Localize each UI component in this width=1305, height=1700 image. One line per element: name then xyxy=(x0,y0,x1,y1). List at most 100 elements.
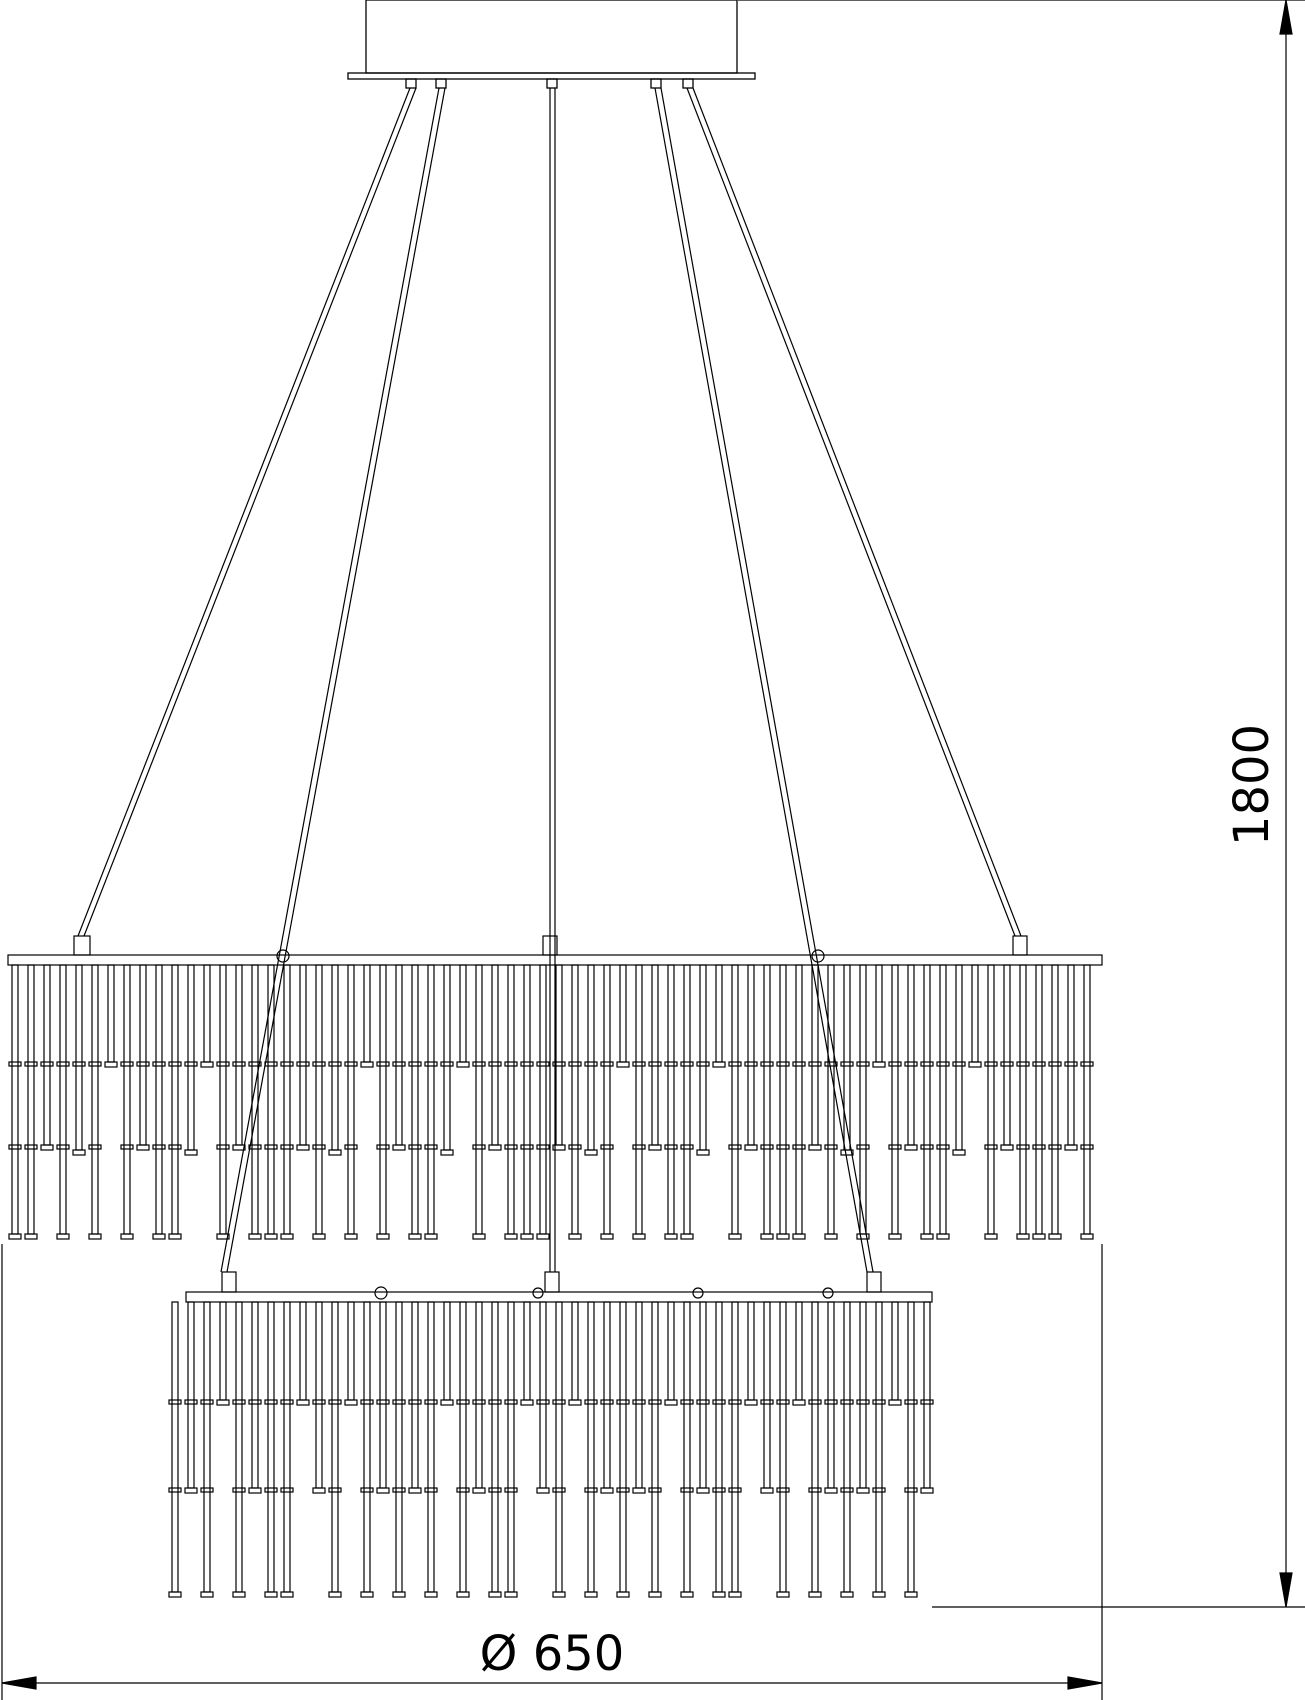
rod-connector xyxy=(920,1399,934,1405)
rod-connector xyxy=(376,1399,390,1405)
rod-end-cap xyxy=(712,1061,726,1068)
rod-connector xyxy=(344,1144,358,1150)
rod-connector xyxy=(856,1399,870,1405)
rod-connector xyxy=(72,1061,86,1067)
rod-end-cap xyxy=(424,1233,438,1240)
rod-connector xyxy=(504,1487,518,1493)
rod-end-cap xyxy=(1048,1233,1062,1240)
rod-connector xyxy=(1080,1144,1094,1150)
rod-end-cap xyxy=(872,1061,886,1068)
crystal-rod xyxy=(955,964,963,1151)
crystal-rod xyxy=(699,1301,707,1489)
rod-end-cap xyxy=(888,1399,902,1406)
crystal-rod xyxy=(267,1301,275,1593)
rod-connector xyxy=(1048,1061,1062,1067)
rod-connector xyxy=(56,1144,70,1150)
rod-end-cap xyxy=(184,1487,198,1494)
rod-end-cap xyxy=(200,1591,214,1598)
rod-connector xyxy=(520,1144,534,1150)
crystal-rod xyxy=(347,964,355,1235)
lower-crystal-rods xyxy=(168,1301,934,1598)
rod-connector xyxy=(232,1399,246,1405)
rod-end-cap xyxy=(920,1233,934,1240)
rod-end-cap xyxy=(360,1061,374,1068)
rod-connector xyxy=(536,1144,550,1150)
rod-connector xyxy=(280,1144,294,1150)
rod-connector xyxy=(728,1144,742,1150)
rod-connector xyxy=(552,1487,566,1493)
rod-connector xyxy=(632,1399,646,1405)
rod-end-cap xyxy=(184,1149,198,1156)
rod-end-cap xyxy=(632,1487,646,1494)
rod-end-cap xyxy=(504,1591,518,1598)
rod-end-cap xyxy=(136,1144,150,1151)
rod-end-cap xyxy=(520,1233,534,1240)
rod-end-cap xyxy=(1064,1144,1078,1151)
rod-end-cap xyxy=(728,1233,742,1240)
rod-connector xyxy=(1032,1144,1046,1150)
crystal-rod xyxy=(395,964,403,1146)
crystal-rod xyxy=(491,1301,499,1593)
rod-connector xyxy=(808,1399,822,1405)
crystal-rod xyxy=(555,1301,563,1593)
crystal-rod xyxy=(571,964,579,1235)
rod-connector xyxy=(552,1061,566,1067)
rod-end-cap xyxy=(536,1487,550,1494)
rod-connector xyxy=(456,1399,470,1405)
rod-connector xyxy=(888,1061,902,1067)
crystal-rod xyxy=(379,964,387,1235)
rod-connector xyxy=(88,1144,102,1150)
rod-connector xyxy=(824,1144,838,1150)
rod-end-cap xyxy=(552,1591,566,1598)
rod-connector xyxy=(936,1061,950,1067)
rod-connector xyxy=(280,1061,294,1067)
crystal-rod xyxy=(779,964,787,1235)
rod-connector xyxy=(712,1399,726,1405)
rod-connector xyxy=(696,1399,710,1405)
crystal-rod xyxy=(603,1301,611,1489)
rod-connector xyxy=(776,1144,790,1150)
rod-connector xyxy=(824,1399,838,1405)
rod-end-cap xyxy=(120,1233,134,1240)
rod-connector xyxy=(728,1399,742,1405)
rod-connector xyxy=(472,1144,486,1150)
rod-connector xyxy=(616,1399,630,1405)
crystal-rod xyxy=(107,964,115,1063)
crystal-rod xyxy=(827,1301,835,1489)
crystal-rod xyxy=(971,964,979,1063)
crystal-rod xyxy=(363,964,371,1063)
rod-connector xyxy=(792,1144,806,1150)
rod-connector xyxy=(232,1487,246,1493)
rod-connector xyxy=(616,1487,630,1493)
rod-connector xyxy=(424,1061,438,1067)
rod-connector xyxy=(1032,1061,1046,1067)
crystal-rod xyxy=(203,1301,211,1593)
rod-end-cap xyxy=(696,1149,710,1156)
crystal-rod xyxy=(859,964,867,1235)
rod-connector xyxy=(600,1061,614,1067)
crystal-rod xyxy=(619,1301,627,1593)
rod-end-cap xyxy=(776,1591,790,1598)
rod-connector xyxy=(264,1144,278,1150)
rod-connector xyxy=(1016,1144,1030,1150)
rod-connector xyxy=(776,1487,790,1493)
rod-end-cap xyxy=(584,1149,598,1156)
crystal-rod xyxy=(299,1301,307,1401)
rod-end-cap xyxy=(264,1233,278,1240)
rod-end-cap xyxy=(472,1233,486,1240)
suspension-cables xyxy=(77,87,1022,1273)
rod-connector xyxy=(984,1144,998,1150)
crystal-rod xyxy=(635,1301,643,1489)
crystal-rod xyxy=(891,1301,899,1401)
rod-connector xyxy=(392,1061,406,1067)
rod-end-cap xyxy=(1000,1144,1014,1151)
rod-end-cap xyxy=(744,1399,758,1406)
crystal-rod xyxy=(187,1301,195,1489)
rod-end-cap xyxy=(712,1591,726,1598)
rod-connector xyxy=(184,1061,198,1067)
rod-end-cap xyxy=(104,1061,118,1068)
rod-end-cap xyxy=(152,1233,166,1240)
rod-end-cap xyxy=(8,1233,22,1240)
rod-connector xyxy=(408,1061,422,1067)
rod-end-cap xyxy=(664,1233,678,1240)
